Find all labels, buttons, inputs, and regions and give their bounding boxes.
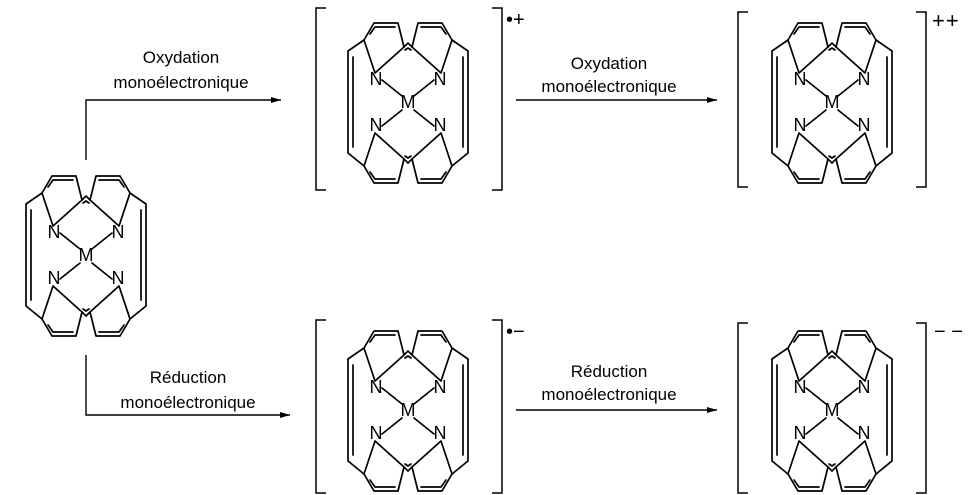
atom-n-bottom-right: N xyxy=(858,115,871,135)
atom-n-top-right: N xyxy=(858,69,871,89)
porphyrin-dianion: N N N N M − − xyxy=(737,321,963,494)
atom-n-bottom-left: N xyxy=(794,115,807,135)
atom-n-top-left: N xyxy=(48,222,61,242)
bracket-right xyxy=(492,7,503,191)
atom-metal: M xyxy=(825,400,840,420)
atom-n-bottom-right: N xyxy=(434,115,447,135)
atom-n-top-right: N xyxy=(858,377,871,397)
atom-n-bottom-left: N xyxy=(48,268,61,288)
bracket-left xyxy=(315,7,326,191)
atom-metal: M xyxy=(825,92,840,112)
charge-dication: ++ xyxy=(932,8,960,33)
atom-n-bottom-right: N xyxy=(434,423,447,443)
bracket-left xyxy=(737,11,748,188)
charge-radical-cation: •+ xyxy=(506,9,525,31)
label-oxidation-1-line2: monoélectronique xyxy=(113,73,248,92)
atom-n-top-left: N xyxy=(794,377,807,397)
atom-metal: M xyxy=(79,245,94,265)
charge-dianion: − − xyxy=(934,321,963,343)
atom-metal: M xyxy=(401,92,416,112)
arrow-oxidation-1 xyxy=(85,97,281,160)
label-reduction-2-line2: monoélectronique xyxy=(541,385,676,404)
porphyrin-dication: N N N N M ++ xyxy=(737,8,960,188)
porphyrin-neutral: N N N N M xyxy=(25,175,147,337)
label-oxidation-2-line2: monoélectronique xyxy=(541,77,676,96)
atom-n-bottom-right: N xyxy=(858,423,871,443)
label-reduction-1-line2: monoélectronique xyxy=(120,393,255,412)
porphyrin-radical-anion: N N N N M •− xyxy=(315,319,525,494)
bracket-left xyxy=(315,319,326,494)
label-oxidation-1-line1: Oxydation xyxy=(143,48,220,67)
label-oxidation-2-line1: Oxydation xyxy=(571,54,648,73)
atom-n-top-right: N xyxy=(434,377,447,397)
bracket-left xyxy=(737,322,748,494)
atom-n-top-left: N xyxy=(370,69,383,89)
bracket-right xyxy=(492,319,503,494)
atom-n-bottom-left: N xyxy=(794,423,807,443)
atom-n-top-right: N xyxy=(112,222,125,242)
arrow-reduction-1 xyxy=(85,355,290,418)
atom-n-top-right: N xyxy=(434,69,447,89)
atom-n-bottom-left: N xyxy=(370,115,383,135)
porphyrin-radical-cation: N N N N M •+ xyxy=(315,7,525,191)
label-reduction-2-line1: Réduction xyxy=(571,362,648,381)
charge-radical-anion: •− xyxy=(506,321,525,343)
atom-n-top-left: N xyxy=(794,69,807,89)
atom-n-bottom-left: N xyxy=(370,423,383,443)
atom-n-bottom-right: N xyxy=(112,268,125,288)
bracket-right xyxy=(916,322,927,494)
atom-metal: M xyxy=(401,400,416,420)
atom-n-top-left: N xyxy=(370,377,383,397)
label-reduction-1-line1: Réduction xyxy=(150,368,227,387)
bracket-right xyxy=(916,11,927,188)
